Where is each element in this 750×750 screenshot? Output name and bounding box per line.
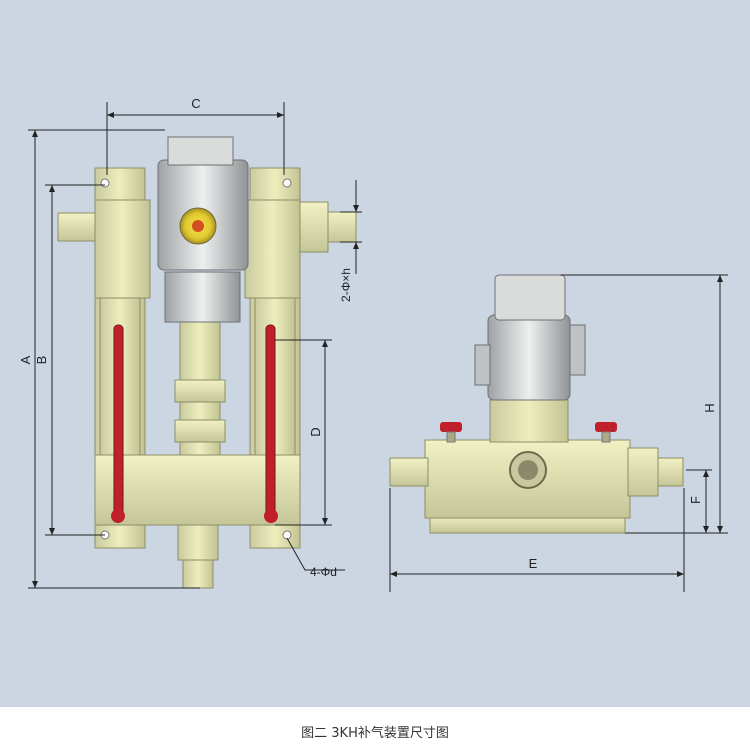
mount-hole <box>100 178 110 188</box>
left-upper-block <box>94 199 151 299</box>
mount-holes-label: 4-Φd <box>310 565 337 579</box>
dim-label-d: D <box>308 427 323 436</box>
pipe-thread-label: 2-Φ×h <box>339 268 353 302</box>
side-valve-column <box>489 399 569 443</box>
motor-top-cap <box>167 136 234 166</box>
side-motor-cap <box>494 274 566 321</box>
right-pipe-fitting <box>297 201 329 253</box>
front-view <box>57 136 357 589</box>
side-left-red-knob <box>440 422 462 432</box>
dim-label-e: E <box>529 556 538 571</box>
right-handle-knob <box>264 509 278 523</box>
motor-fins <box>164 271 241 323</box>
side-dimensions <box>389 274 728 592</box>
side-dimension-labels: E H F <box>529 403 717 571</box>
dimension-drawing: C A B D 2-Φ×h 4-Φd <box>18 96 728 592</box>
mount-hole <box>282 530 292 540</box>
left-pipe-fitting <box>57 212 99 242</box>
front-dimension-labels: C A B D 2-Φ×h 4-Φd <box>18 96 353 579</box>
dim-label-c: C <box>191 96 200 111</box>
dim-label-b: B <box>34 356 49 365</box>
mount-hole <box>282 178 292 188</box>
front-dimensions <box>28 102 362 589</box>
side-left-nozzle <box>389 457 429 487</box>
dim-label-a: A <box>18 355 33 364</box>
bottom-outlet-tip <box>182 559 214 589</box>
center-nut <box>174 419 226 443</box>
center-nut <box>174 379 226 403</box>
side-view <box>389 274 684 534</box>
gauge-center <box>192 220 204 232</box>
inspection-port-inner <box>518 460 538 480</box>
figure-caption: 图二 3KH补气装置尺寸图 <box>301 726 449 741</box>
drawing-panel: C A B D 2-Φ×h 4-Φd <box>0 0 750 707</box>
side-right-nut <box>627 447 659 497</box>
side-right-nozzle <box>657 457 684 487</box>
dim-label-f: F <box>688 496 703 504</box>
dim-label-h: H <box>702 403 717 412</box>
side-motor-side <box>474 344 491 386</box>
side-right-red-knob <box>595 422 617 432</box>
left-handle-knob <box>111 509 125 523</box>
right-upper-block <box>244 199 301 299</box>
right-red-handle <box>265 324 276 521</box>
right-pipe-nozzle <box>327 211 357 243</box>
side-motor-side <box>569 324 586 376</box>
left-red-handle <box>113 324 124 521</box>
bottom-outlet <box>177 524 219 561</box>
side-motor-fins <box>487 314 571 401</box>
